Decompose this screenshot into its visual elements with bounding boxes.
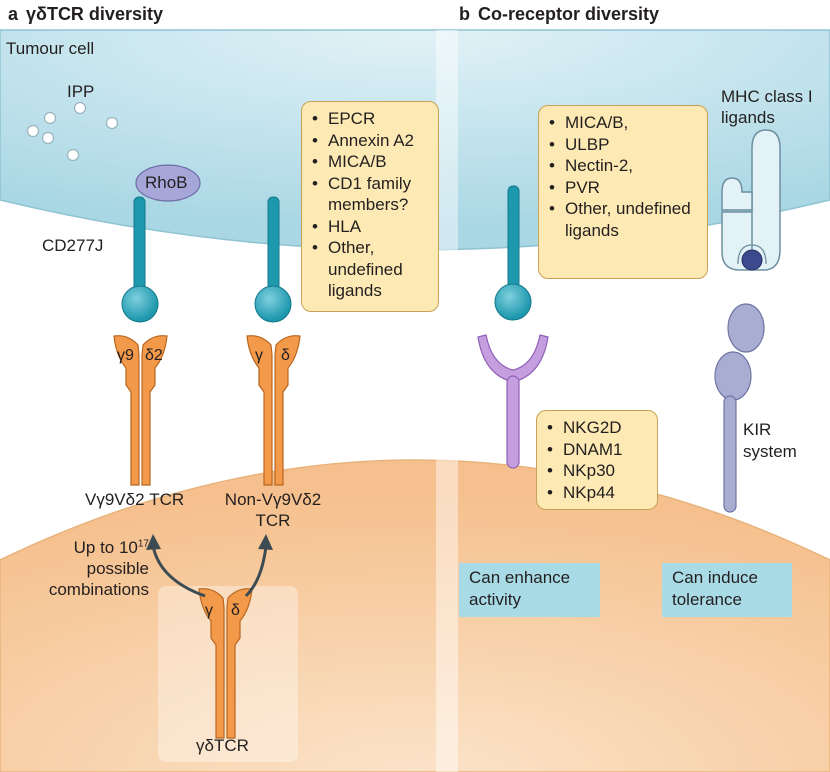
diversity-arrows (151, 545, 268, 598)
panel-divider (436, 30, 458, 772)
co-receptor-ligand (494, 185, 532, 321)
combinations-exponent: 17 (137, 538, 149, 550)
combinations-label: Up to 1017 possible combinations (13, 537, 149, 600)
ipp-molecules (26, 101, 119, 162)
vg9vd2-tcr-label: Vγ9Vδ2 TCR (85, 490, 185, 509)
panel-a-letter: a (8, 4, 19, 24)
combinations-line3: combinations (48, 580, 149, 599)
ipp-label: IPP (67, 82, 95, 101)
panel-a-title-text: γδTCR diversity (26, 4, 163, 24)
mhc-line1: MHC class I (721, 87, 813, 106)
enhance-line1: Can enhance (469, 568, 571, 587)
kir-line1: KIR (743, 420, 772, 439)
non-vg9vd2-tcr (246, 335, 301, 486)
panel-b-title: b Co-receptor diversity (459, 4, 659, 25)
non-vg9vd2-line2: TCR (255, 511, 291, 530)
combinations-line1: Up to 10 (73, 538, 138, 557)
co-receptor-ligand-item: MICA/B, (549, 112, 699, 134)
mhc-pocket (737, 244, 767, 265)
combinations-line2: possible (86, 559, 149, 578)
delta-label: δ (281, 347, 290, 364)
co-receptor-ligand-item: Nectin-2, (549, 155, 699, 177)
gamma9-label: γ9 (117, 347, 134, 364)
arrow-head-right (258, 534, 273, 550)
kir-receptor (714, 303, 765, 513)
panel-b-letter: b (459, 4, 470, 24)
mhc-label: MHC class I ligands (721, 86, 813, 128)
nk-receptor-item: NKp44 (547, 482, 649, 504)
arrow-head-left (146, 534, 161, 550)
gd-ligand-item: MICA/B (312, 151, 430, 173)
cd277j-label: CD277J (42, 236, 104, 255)
nk-receptor-list: NKG2DDNAM1NKp30NKp44 (547, 417, 649, 503)
non-vg9vd2-tcr-label: Non-Vγ9Vδ2 TCR (206, 489, 340, 531)
nk-receptor-item: NKG2D (547, 417, 649, 439)
non-vg9vd2-ligand (254, 196, 292, 323)
mhc-line2: ligands (721, 108, 775, 127)
nk-receptor-box: NKG2DDNAM1NKp30NKp44 (536, 410, 658, 510)
co-receptor-ligand-item: ULBP (549, 134, 699, 156)
tolerance-line2: tolerance (672, 590, 742, 609)
gd-ligand-item: Other, undefined ligands (312, 237, 430, 302)
tolerance-line1: Can induce (672, 568, 759, 587)
gd-ligand-item: CD1 family members? (312, 173, 430, 216)
gd-ligand-item: Annexin A2 (312, 130, 430, 152)
kir-line2: system (743, 442, 797, 461)
gamma-label: γ (255, 347, 263, 364)
panel-a-title: a γδTCR diversity (8, 4, 163, 25)
t-cell (0, 459, 830, 772)
enhance-activity-box: Can enhance activity (459, 563, 600, 617)
gd-ligand-item: HLA (312, 216, 430, 238)
co-receptor-ligand-box: MICA/B,ULBPNectin-2,PVROther, undefined … (538, 105, 708, 279)
nk-receptor-item: NKp30 (547, 460, 649, 482)
rhob-label: RhoB (145, 173, 188, 192)
gd-ligand-box: EPCRAnnexin A2MICA/BCD1 family members?H… (301, 101, 439, 312)
enhance-line2: activity (469, 590, 521, 609)
gd-ligand-item: EPCR (312, 108, 430, 130)
co-receptor-ligand-item: PVR (549, 177, 699, 199)
kir-label: KIR system (743, 419, 797, 463)
nk-receptor-item: DNAM1 (547, 439, 649, 461)
vg9vd2-tcr (113, 335, 168, 486)
gdtcr-label: γδTCR (196, 736, 249, 755)
tumour-cell-label: Tumour cell (6, 39, 95, 58)
base-delta-label: δ (231, 602, 240, 619)
base-gdtcr (198, 588, 253, 739)
induce-tolerance-box: Can induce tolerance (662, 563, 792, 617)
co-receptor-ligand-item: Other, undefined ligands (549, 198, 699, 241)
delta2-label: δ2 (145, 347, 163, 364)
mhc-class-i (721, 129, 781, 271)
gd-ligand-list: EPCRAnnexin A2MICA/BCD1 family members?H… (312, 108, 430, 302)
cd277j-ligand (121, 196, 159, 323)
nk-receptor (477, 334, 549, 469)
mhc-beta2m (741, 249, 763, 271)
rhob-molecule (135, 164, 201, 202)
base-gamma-label: γ (205, 602, 213, 619)
panel-b-title-text: Co-receptor diversity (478, 4, 660, 24)
co-receptor-ligand-list: MICA/B,ULBPNectin-2,PVROther, undefined … (549, 112, 699, 241)
non-vg9vd2-line1: Non-Vγ9Vδ2 (224, 490, 322, 509)
